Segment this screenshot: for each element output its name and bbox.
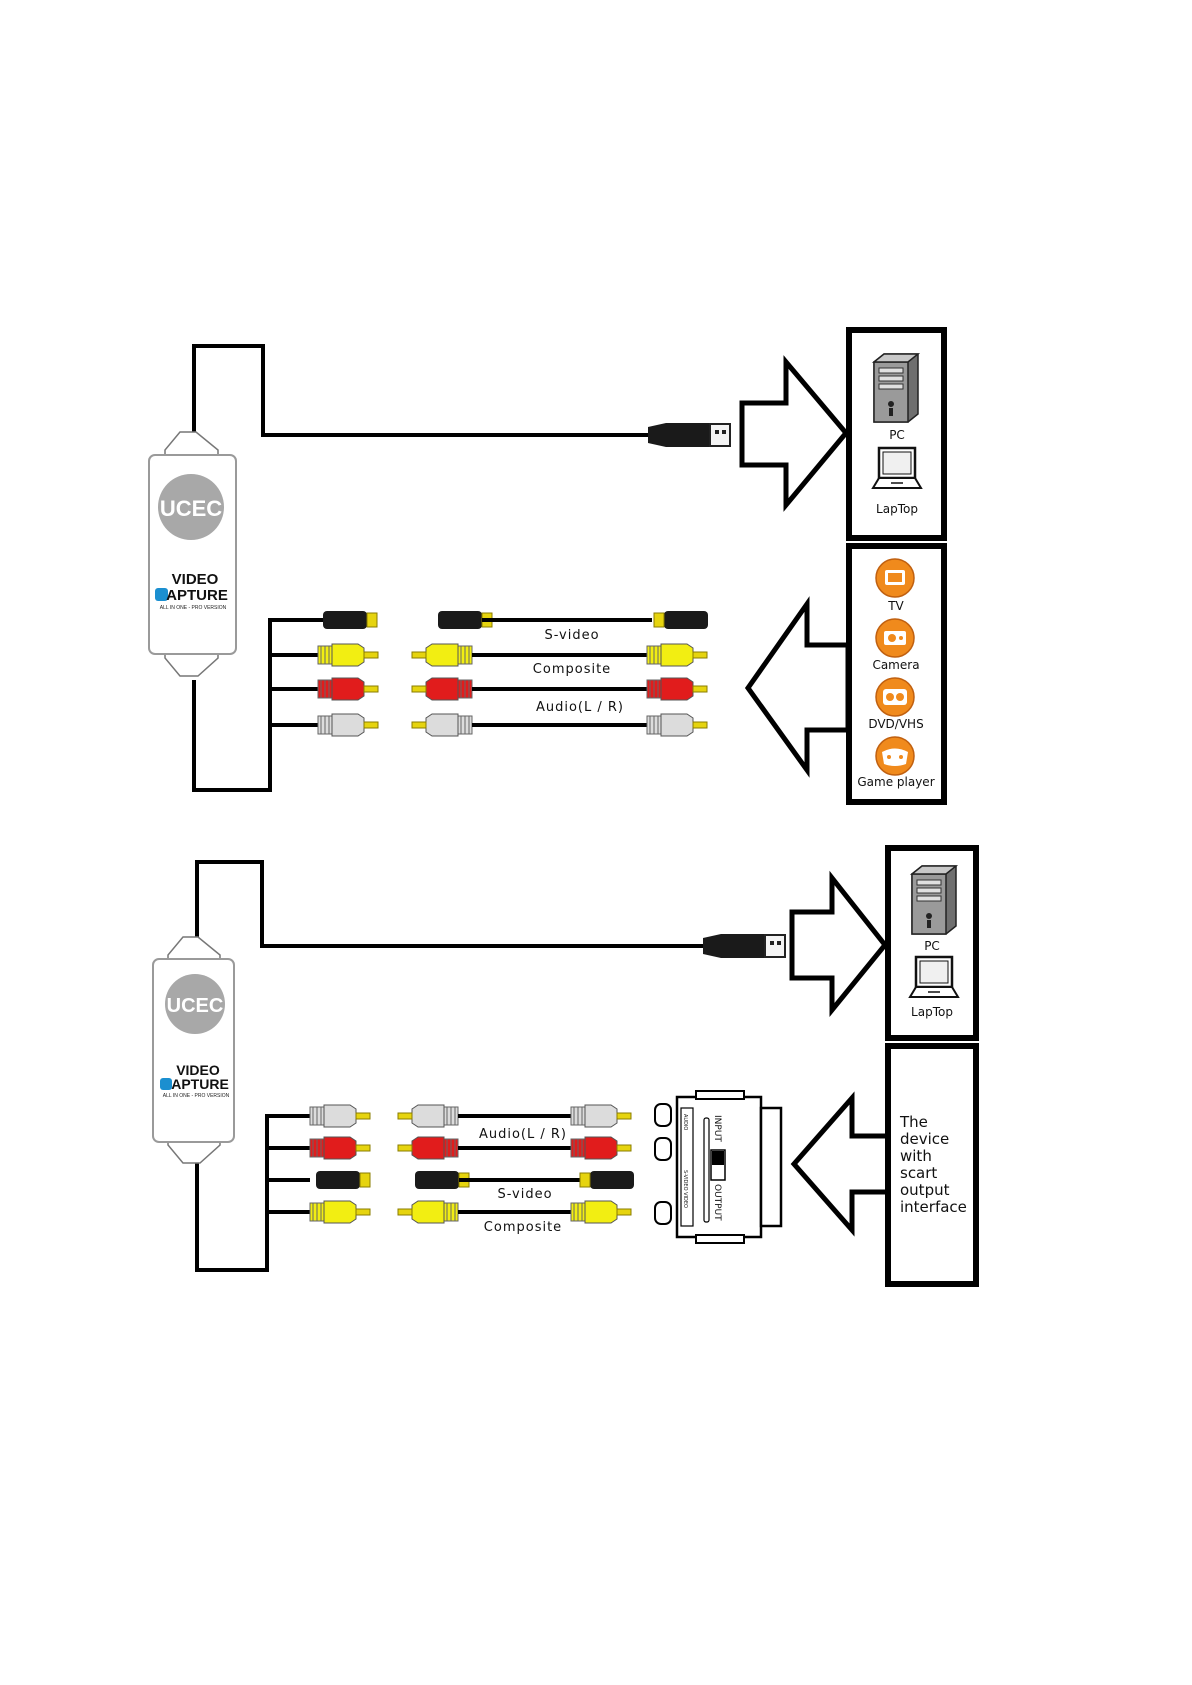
scart-audio-label: AUDIO <box>682 1114 688 1130</box>
dvd-vhs-icon <box>876 678 914 716</box>
device-title-line1: VIDEO <box>172 571 219 588</box>
arrow-to-pc <box>742 362 846 505</box>
usb-plug <box>648 423 730 447</box>
scart-output-label: OUTPUT <box>712 1184 722 1221</box>
audio-left-cable: Audio(L / R) <box>398 1105 631 1142</box>
svideo-label: S-video <box>544 628 599 643</box>
brand-text: UCEC <box>160 496 222 521</box>
device-subtitle: ALL IN ONE - PRO VERSION <box>160 605 227 611</box>
laptop-label: LapTop <box>911 1005 953 1019</box>
composite-label: Composite <box>484 1220 562 1235</box>
usb-cable <box>194 346 650 435</box>
video-capture-device: UCEC VIDEO APTURE ALL IN ONE - PRO VERSI… <box>149 455 236 654</box>
scart-adapter: INPUT OUTPUT AUDIO S-VIDEO VIDEO <box>655 1091 781 1243</box>
arrow-to-pc <box>792 878 885 1010</box>
composite-label: Composite <box>533 662 611 677</box>
description-line: output <box>900 1181 950 1199</box>
diagram-2: UCEC VIDEO APTURE ALL IN ONE - PRO VERSI… <box>153 848 976 1284</box>
diagram-1: UCEC VIDEO APTURE ALL IN ONE - PRO VERSI… <box>149 330 944 802</box>
svideo-cable: S-video <box>438 611 708 643</box>
brand-text: UCEC <box>167 995 224 1017</box>
camera-icon <box>876 619 914 657</box>
description-line: scart <box>900 1164 937 1182</box>
laptop-label: LapTop <box>876 502 918 516</box>
tv-label: TV <box>887 599 904 613</box>
audio-right-cable: Audio(L / R) <box>412 678 707 715</box>
pc-label: PC <box>889 428 905 442</box>
laptop-icon <box>910 957 958 997</box>
laptop-icon <box>873 448 921 488</box>
scart-video-label: S-VIDEO VIDEO <box>682 1170 688 1208</box>
game-player-icon <box>876 737 914 775</box>
svideo-cable: S-video <box>415 1171 634 1202</box>
device-subtitle: ALL IN ONE - PRO VERSION <box>163 1093 230 1099</box>
usb-cable <box>197 862 705 946</box>
description-line: The <box>899 1113 928 1131</box>
usb-plug <box>703 934 785 958</box>
tv-icon <box>876 559 914 597</box>
composite-cable: Composite <box>412 644 707 677</box>
description-line: interface <box>900 1198 967 1216</box>
audio-label: Audio(L / R) <box>536 700 624 715</box>
pc-label: PC <box>924 939 940 953</box>
capture-c-icon <box>160 1078 172 1090</box>
pc-tower-icon <box>912 866 956 934</box>
audio-label: Audio(L / R) <box>479 1127 567 1142</box>
camera-label: Camera <box>872 658 919 672</box>
video-capture-device: UCEC VIDEO APTURE ALL IN ONE - PRO VERSI… <box>153 959 234 1142</box>
device-title-line2: APTURE <box>166 587 228 604</box>
description-line: with <box>900 1147 932 1165</box>
svideo-label: S-video <box>497 1187 552 1202</box>
audio-left-cable <box>412 714 707 736</box>
arrow-from-sources <box>748 604 848 770</box>
pc-tower-icon <box>874 354 918 422</box>
game-player-label: Game player <box>857 775 934 789</box>
scart-input-label: INPUT <box>712 1115 722 1142</box>
description-line: device <box>900 1130 949 1148</box>
composite-cable: Composite <box>398 1201 631 1235</box>
dvd-vhs-label: DVD/VHS <box>868 717 923 731</box>
arrow-from-scart-device <box>794 1098 888 1230</box>
device-title-line2: APTURE <box>171 1076 229 1092</box>
